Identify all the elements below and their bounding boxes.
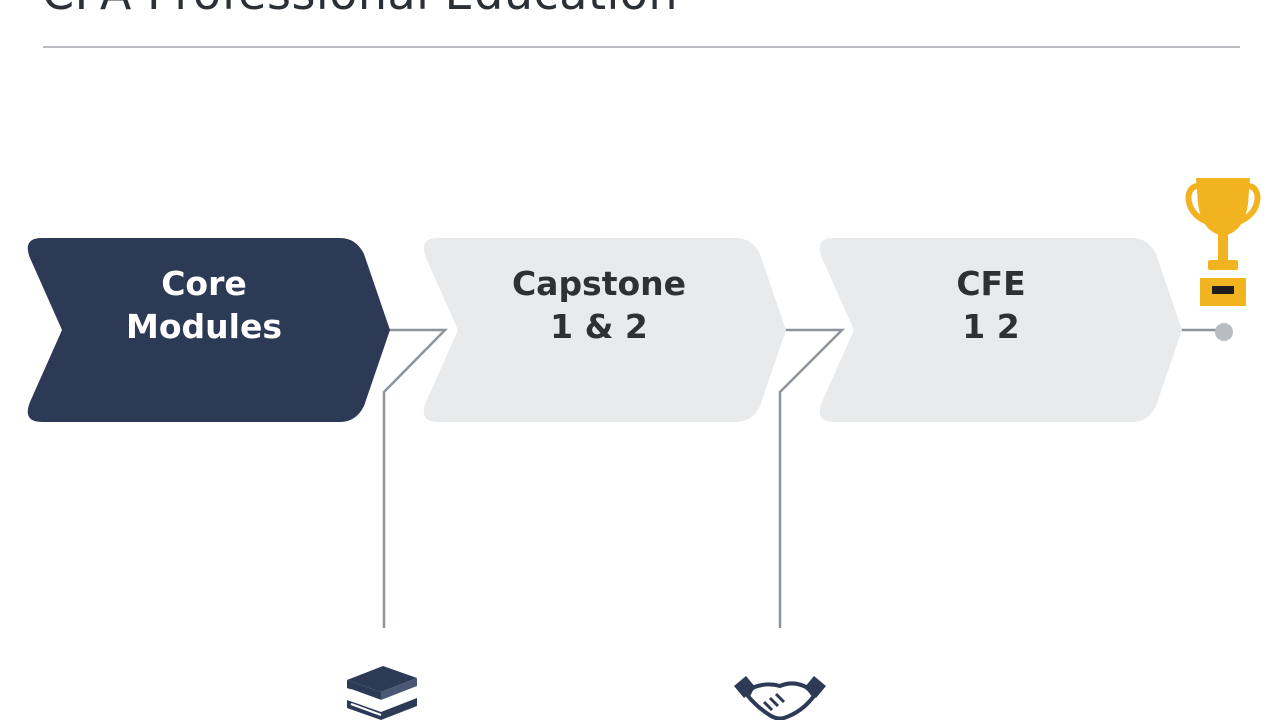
step-label-line2: 1 & 2 — [550, 307, 648, 346]
step-label-capstone: Capstone 1 & 2 — [494, 262, 704, 348]
title-divider — [43, 46, 1240, 48]
connector-2 — [778, 328, 846, 628]
step-label-line1: CFE — [956, 264, 1026, 303]
end-dot — [1215, 323, 1233, 341]
step-label-core-modules: Core Modules — [104, 262, 304, 348]
step-chevron-capstone[interactable] — [423, 238, 786, 422]
step-label-line2: Modules — [126, 307, 282, 346]
connector-1 — [382, 328, 448, 628]
trophy-icon — [1185, 178, 1261, 306]
connectors — [382, 328, 1222, 628]
handshake-icon — [734, 676, 826, 720]
step-chevron-cfe[interactable] — [819, 238, 1182, 422]
step-label-cfe: CFE 1 2 — [891, 262, 1091, 348]
page-title: CPA Professional Education — [42, 0, 678, 20]
step-label-line2: 1 2 — [962, 307, 1020, 346]
step-label-line1: Capstone — [511, 264, 687, 303]
books-icon — [347, 666, 417, 720]
step-label-line1: Core — [161, 264, 247, 303]
step-chevron-core-modules[interactable] — [27, 238, 390, 422]
